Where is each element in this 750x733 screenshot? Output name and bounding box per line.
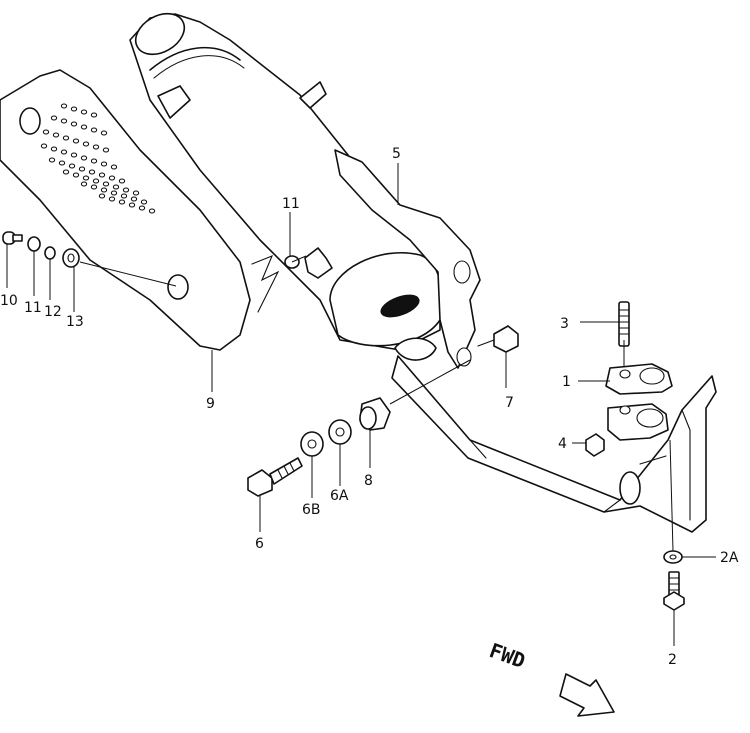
perforation-hole bbox=[90, 112, 98, 118]
bolt-2 bbox=[663, 571, 685, 611]
washer-2a bbox=[663, 550, 683, 564]
collar-7 bbox=[477, 325, 519, 353]
perforation-hole bbox=[60, 118, 68, 124]
fwd-label: FWD bbox=[486, 638, 528, 673]
stud-bolt-3 bbox=[618, 301, 630, 347]
washer-6a bbox=[328, 419, 352, 445]
perforation-hole bbox=[140, 199, 148, 205]
perforation-hole bbox=[42, 129, 50, 135]
perforation-hole bbox=[102, 181, 110, 187]
perforation-hole bbox=[132, 190, 140, 196]
perforation-hole bbox=[130, 196, 138, 202]
perforation-hole bbox=[70, 121, 78, 127]
callout-4: 4 bbox=[558, 436, 567, 452]
gasket-part-1 bbox=[605, 363, 673, 395]
callout-11: 11 bbox=[24, 300, 42, 316]
perforation-hole bbox=[90, 158, 98, 164]
perforation-hole bbox=[80, 124, 88, 130]
heat-shield-perforations bbox=[40, 103, 156, 214]
callout-7: 7 bbox=[505, 395, 514, 411]
perforation-hole bbox=[52, 132, 60, 138]
perforation-hole bbox=[100, 187, 108, 193]
perforation-hole bbox=[88, 169, 96, 175]
callout-6b: 6B bbox=[302, 502, 321, 518]
perforation-hole bbox=[100, 130, 108, 136]
callout-5: 5 bbox=[392, 146, 401, 162]
perforation-hole bbox=[58, 160, 66, 166]
perforation-hole bbox=[148, 208, 156, 214]
perforation-hole bbox=[82, 141, 90, 147]
grommet-8 bbox=[359, 397, 391, 431]
exhaust-pipe bbox=[391, 355, 717, 533]
muffler-bracket bbox=[334, 149, 481, 369]
perforation-hole bbox=[98, 172, 106, 178]
washer-11 bbox=[27, 236, 41, 252]
perforation-hole bbox=[118, 199, 126, 205]
perforation-hole bbox=[60, 103, 68, 109]
perforation-hole bbox=[100, 161, 108, 167]
callout-3: 3 bbox=[560, 316, 569, 332]
callout-2a: 2A bbox=[720, 550, 739, 566]
perforation-hole bbox=[78, 166, 86, 172]
perforation-hole bbox=[82, 175, 90, 181]
exhaust-flange bbox=[607, 403, 669, 441]
washer-6b bbox=[300, 431, 324, 457]
perforation-hole bbox=[80, 109, 88, 115]
nut-4 bbox=[585, 433, 605, 457]
callout-12: 12 bbox=[44, 304, 62, 320]
perforation-hole bbox=[60, 149, 68, 155]
perforation-hole bbox=[112, 184, 120, 190]
callout-11-upper: 11 bbox=[282, 196, 300, 212]
perforation-hole bbox=[108, 196, 116, 202]
callout-2: 2 bbox=[668, 652, 677, 668]
perforation-hole bbox=[110, 190, 118, 196]
grommet-13 bbox=[62, 248, 80, 268]
callout-13: 13 bbox=[66, 314, 84, 330]
perforation-hole bbox=[128, 202, 136, 208]
perforation-hole bbox=[120, 193, 128, 199]
callout-1: 1 bbox=[562, 374, 571, 390]
perforation-hole bbox=[72, 138, 80, 144]
perforation-hole bbox=[62, 135, 70, 141]
forward-direction-indicator: FWD bbox=[486, 638, 615, 717]
perforation-hole bbox=[118, 178, 126, 184]
callout-9: 9 bbox=[206, 396, 215, 412]
leader-lines bbox=[6, 163, 716, 646]
perforation-hole bbox=[90, 184, 98, 190]
forward-arrow-icon bbox=[559, 673, 615, 717]
perforation-hole bbox=[70, 106, 78, 112]
bolt-10 bbox=[2, 231, 23, 245]
perforation-hole bbox=[92, 144, 100, 150]
perforation-hole bbox=[90, 127, 98, 133]
break-line bbox=[251, 255, 280, 313]
perforation-hole bbox=[108, 175, 116, 181]
perforation-hole bbox=[80, 155, 88, 161]
callout-8: 8 bbox=[364, 473, 373, 489]
callout-6: 6 bbox=[255, 536, 264, 552]
perforation-hole bbox=[102, 147, 110, 153]
perforation-hole bbox=[50, 146, 58, 152]
perforation-hole bbox=[92, 178, 100, 184]
perforation-hole bbox=[110, 164, 118, 170]
perforation-hole bbox=[62, 169, 70, 175]
washer-12 bbox=[44, 246, 56, 260]
bolt-6 bbox=[247, 457, 303, 497]
perforation-hole bbox=[98, 193, 106, 199]
heat-shield bbox=[0, 69, 251, 351]
callout-10: 10 bbox=[0, 293, 18, 309]
callout-6a: 6A bbox=[330, 488, 349, 504]
perforation-hole bbox=[70, 152, 78, 158]
perforation-hole bbox=[72, 172, 80, 178]
callout-labels: 1 2 2A 3 4 5 6 6A 6B 7 8 9 10 11 12 13 1… bbox=[0, 146, 739, 668]
perforation-hole bbox=[80, 181, 88, 187]
perforation-hole bbox=[40, 143, 48, 149]
perforation-hole bbox=[68, 163, 76, 169]
perforation-hole bbox=[48, 157, 56, 163]
perforation-hole bbox=[122, 187, 130, 193]
perforation-hole bbox=[138, 205, 146, 211]
perforation-hole bbox=[50, 115, 58, 121]
